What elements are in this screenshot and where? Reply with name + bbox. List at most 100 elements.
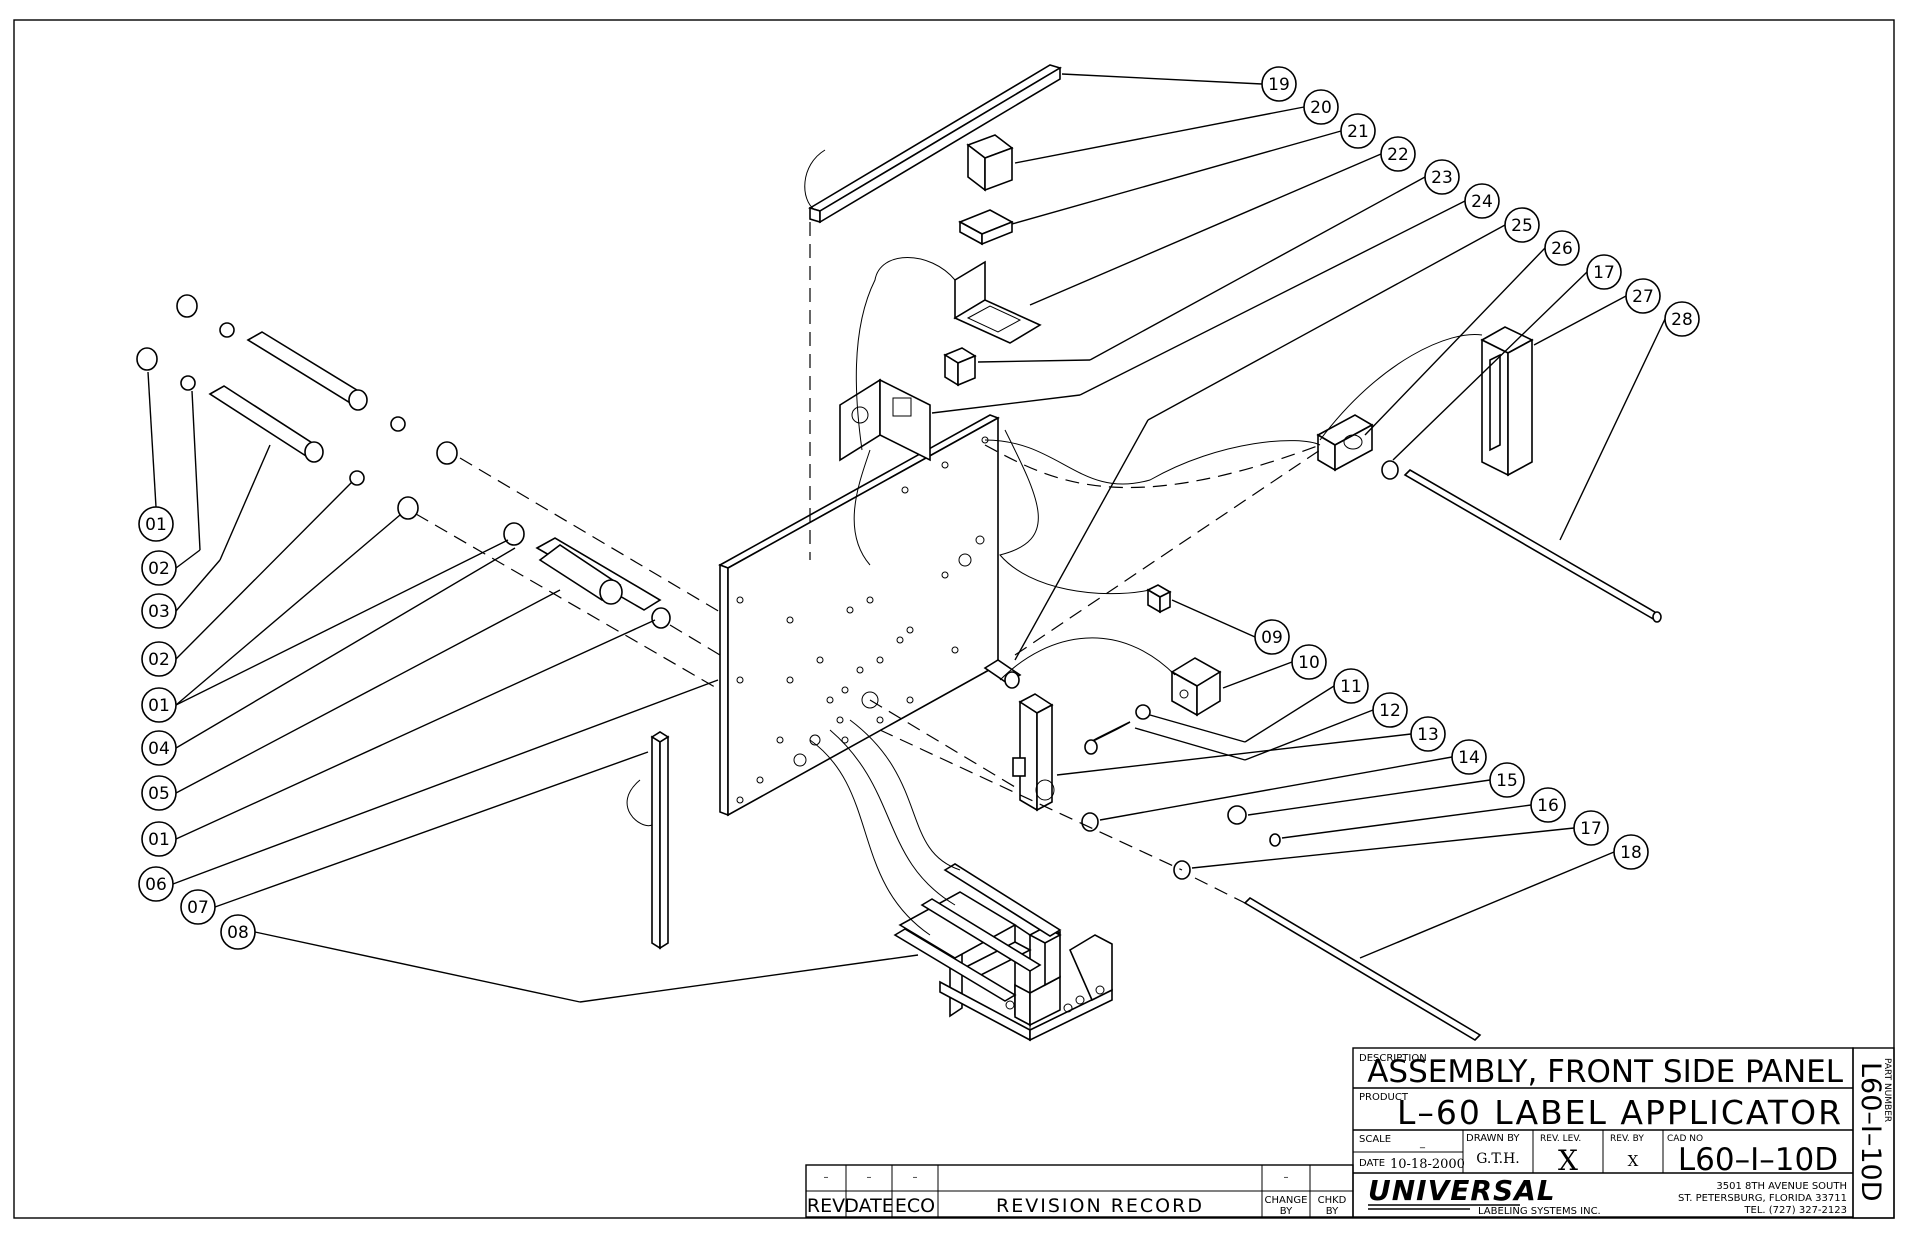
front-side-panel <box>718 414 1000 817</box>
balloon-14: 14 <box>1451 739 1487 775</box>
logo-subtitle: LABELING SYSTEMS INC. <box>1478 1206 1601 1217</box>
rev-placeholder-3: – <box>913 1172 918 1183</box>
balloon-label: 23 <box>1431 168 1453 188</box>
balloon-circle <box>220 914 256 950</box>
balloon-label: 03 <box>148 602 170 622</box>
balloon-label: 20 <box>1310 98 1332 118</box>
balloon-label: 11 <box>1340 677 1362 697</box>
balloon-07: 07 <box>180 889 216 925</box>
balloon-16: 16 <box>1530 787 1566 823</box>
balloon-circle <box>1573 810 1609 846</box>
revision-record-header: REVISION RECORD <box>996 1195 1204 1217</box>
sheet-border <box>13 19 1895 1219</box>
block-large <box>1170 657 1222 717</box>
pivot-pin <box>1084 704 1151 755</box>
balloon-circle <box>141 730 177 766</box>
balloon-label: 02 <box>148 650 170 670</box>
balloon-05: 05 <box>141 775 177 811</box>
balloon-label: 01 <box>148 696 170 716</box>
eco-header: ECO <box>895 1195 935 1217</box>
balloon-label: 22 <box>1387 145 1409 165</box>
balloon-label: 02 <box>148 559 170 579</box>
balloon-circle <box>1410 716 1446 752</box>
balloon-circle <box>141 550 177 586</box>
balloon-24: 24 <box>1464 183 1500 219</box>
relay <box>966 134 1014 192</box>
balloon-10: 10 <box>1291 644 1327 680</box>
balloon-27: 27 <box>1625 278 1661 314</box>
balloon-01: 01 <box>138 506 174 542</box>
title-block: DESCRIPTION ASSEMBLY, FRONT SIDE PANEL P… <box>1352 1047 1895 1219</box>
date-header: DATE <box>844 1195 893 1217</box>
date-value: 10-18-2000 <box>1390 1157 1465 1172</box>
balloon-19: 19 <box>1261 66 1297 102</box>
change-by-header: BY <box>1280 1206 1293 1217</box>
address-line-1: 3501 8TH AVENUE SOUTH <box>1716 1181 1847 1192</box>
balloon-circle <box>1613 834 1649 870</box>
balloon-label: 21 <box>1347 122 1369 142</box>
balloon-circle <box>141 821 177 857</box>
balloon-13: 13 <box>1410 716 1446 752</box>
washer-15 <box>1227 805 1247 825</box>
balloon-label: 09 <box>1261 628 1283 648</box>
bearing-block <box>1316 414 1374 472</box>
rod-bracket <box>893 863 1113 1042</box>
balloon-circle <box>1254 619 1290 655</box>
balloon-label: 08 <box>227 923 249 943</box>
vertical-bar <box>650 731 670 950</box>
block-small <box>1146 584 1172 614</box>
rev-lev-label: REV. LEV. <box>1540 1134 1581 1144</box>
clip-16 <box>1269 833 1281 847</box>
balloon-circle <box>141 641 177 677</box>
balloon-11: 11 <box>1333 668 1369 704</box>
balloon-20: 20 <box>1303 89 1339 125</box>
balloon-circle <box>1504 207 1540 243</box>
pivot-arm <box>1012 693 1055 812</box>
balloon-circle <box>1303 89 1339 125</box>
universal-logo: UNIVERSAL LABELING SYSTEMS INC. <box>1368 1174 1601 1217</box>
rev-placeholder-1: – <box>824 1172 829 1183</box>
balloon-22: 22 <box>1380 136 1416 172</box>
product-label: PRODUCT <box>1359 1092 1409 1103</box>
balloon-circle <box>1291 644 1327 680</box>
balloon-circle <box>1544 230 1580 266</box>
balloon-04: 04 <box>141 730 177 766</box>
balloon-circle <box>1586 254 1622 290</box>
balloon-circle <box>1333 668 1369 704</box>
description-value: ASSEMBLY, FRONT SIDE PANEL <box>1367 1054 1844 1090</box>
balloon-26: 26 <box>1544 230 1580 266</box>
top-bar <box>808 64 1062 224</box>
balloon-label: 01 <box>148 830 170 850</box>
drive-shaft-lower <box>1243 896 1482 1042</box>
balloon-label: 17 <box>1593 263 1615 283</box>
balloon-label: 17 <box>1580 819 1602 839</box>
balloon-18: 18 <box>1613 834 1649 870</box>
leader-lines <box>147 73 1666 1003</box>
change-header: CHANGE <box>1265 1195 1308 1206</box>
chkd-by-header: BY <box>1326 1206 1339 1217</box>
balloon-label: 18 <box>1620 843 1642 863</box>
balloon-17: 17 <box>1586 254 1622 290</box>
balloon-15: 15 <box>1489 762 1525 798</box>
balloon-circle <box>1464 183 1500 219</box>
roller-upper <box>176 294 458 465</box>
balloon-circle <box>1261 66 1297 102</box>
balloon-25: 25 <box>1504 207 1540 243</box>
balloon-label: 25 <box>1511 216 1533 236</box>
balloon-circle <box>141 775 177 811</box>
balloon-23: 23 <box>1424 159 1460 195</box>
logo-wordmark: UNIVERSAL <box>1368 1174 1556 1207</box>
part-number-value: L60–I–10D <box>1855 1062 1886 1202</box>
balloon-12: 12 <box>1372 692 1408 728</box>
product-value: L–60 LABEL APPLICATOR <box>1397 1093 1843 1132</box>
drawn-by-value: G.T.H. <box>1476 1151 1520 1167</box>
balloon-circle <box>1451 739 1487 775</box>
balloon-01: 01 <box>141 821 177 857</box>
balloon-circle <box>1380 136 1416 172</box>
balloon-circle <box>141 687 177 723</box>
balloon-06: 06 <box>138 866 174 902</box>
balloon-label: 12 <box>1379 701 1401 721</box>
balloon-label: 14 <box>1458 748 1480 768</box>
